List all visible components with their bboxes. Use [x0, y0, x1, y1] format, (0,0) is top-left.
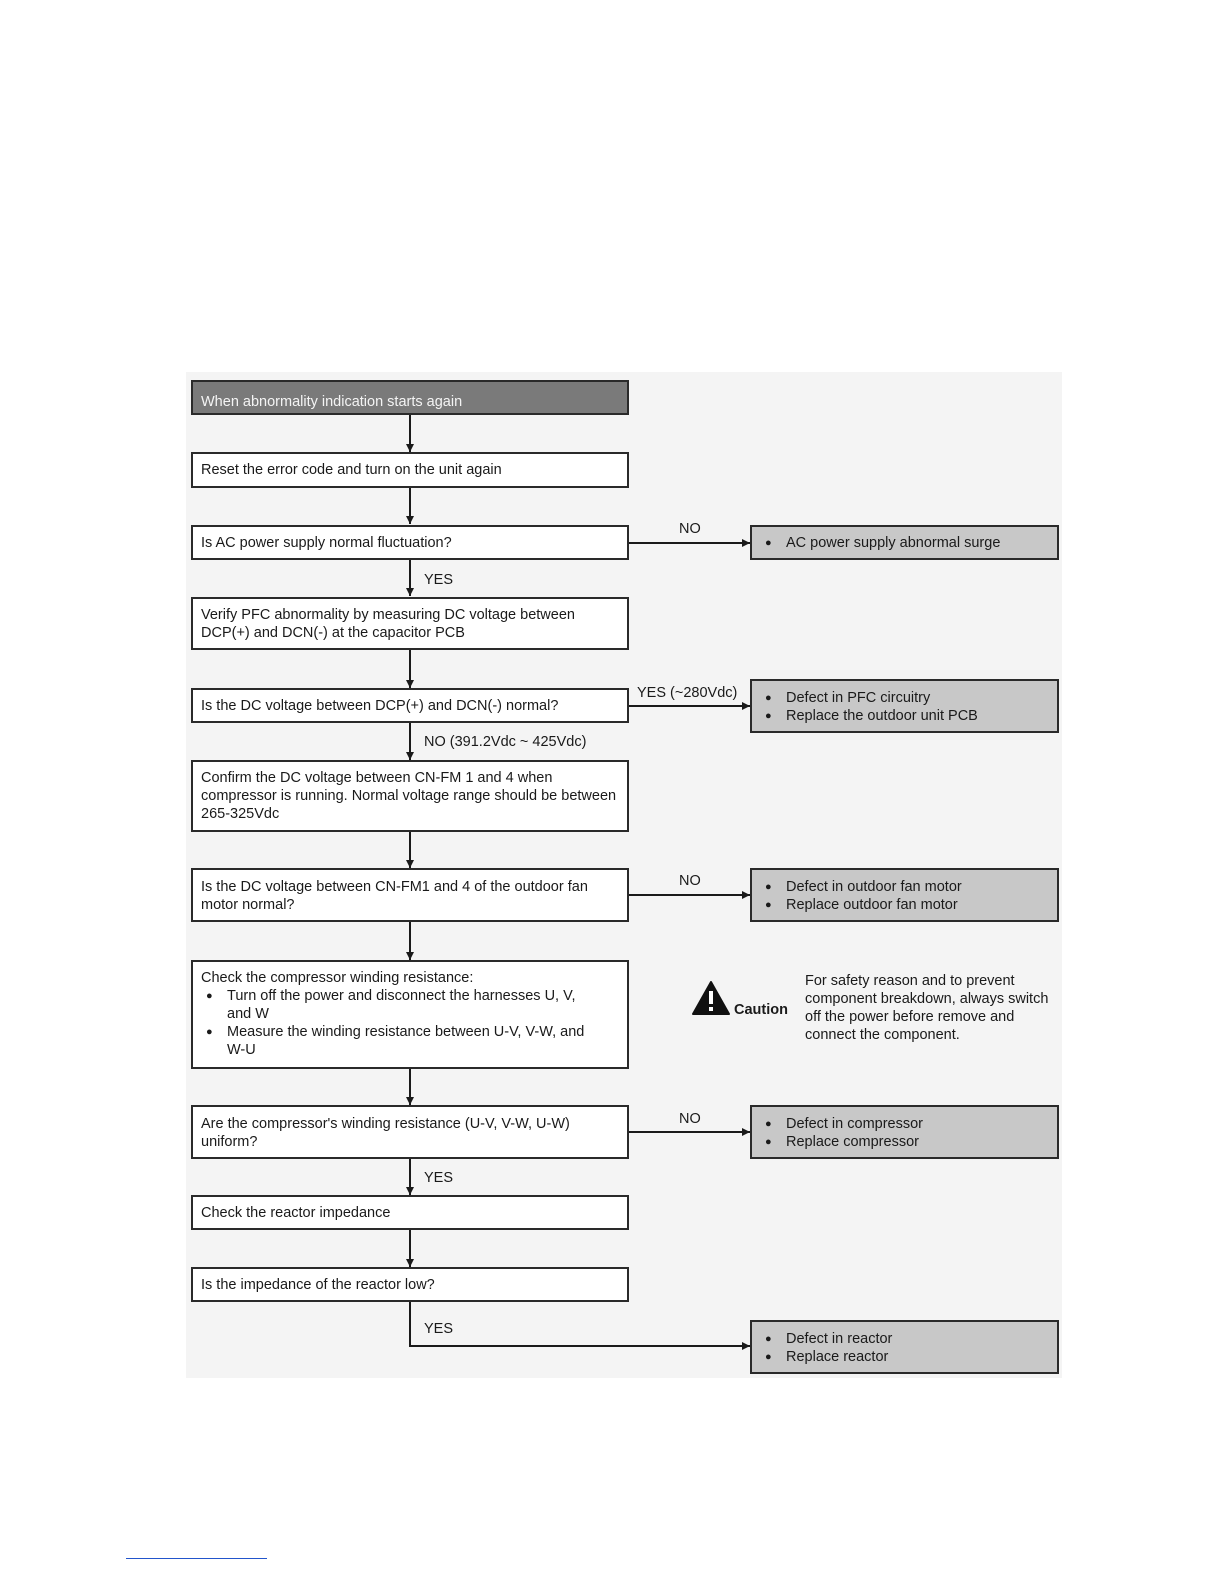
ac-question-text: Is AC power supply normal fluctuation?	[201, 534, 452, 551]
label-fan-no: NO	[679, 873, 701, 889]
result-item: Defect in PFC circuitry	[760, 689, 1049, 707]
result-compressor-box: Defect in compressor Replace compressor	[750, 1105, 1059, 1159]
result-item: Replace reactor	[760, 1348, 1049, 1366]
reset-step-box: Reset the error code and turn on the uni…	[191, 452, 629, 488]
confirm-fm-text: Confirm the DC voltage between CN-FM 1 a…	[201, 770, 617, 822]
fan-question-text: Is the DC voltage between CN-FM1 and 4 o…	[201, 879, 588, 913]
dc-question-text: Is the DC voltage between DCP(+) and DCN…	[201, 697, 559, 714]
label-ac-yes: YES	[424, 572, 454, 588]
reactor-check-text: Check the reactor impedance	[201, 1204, 391, 1221]
compressor-check-list: Turn off the power and disconnect the ha…	[201, 987, 603, 1059]
label-winding-yes: YES	[424, 1170, 454, 1186]
result-ac-surge-box: AC power supply abnormal surge	[750, 525, 1059, 560]
reactor-question-box: Is the impedance of the reactor low?	[191, 1267, 629, 1302]
start-text: When abnormality indication starts again	[201, 394, 463, 410]
label-ac-no: NO	[679, 521, 701, 537]
winding-question-text: Are the compressor's winding resistance …	[201, 1116, 570, 1150]
reset-step-text: Reset the error code and turn on the uni…	[201, 462, 502, 478]
result-ac-surge-list: AC power supply abnormal surge	[760, 534, 1000, 552]
result-pfc-box: Defect in PFC circuitry Replace the outd…	[750, 679, 1059, 733]
start-box: When abnormality indication starts again	[191, 380, 629, 415]
dc-question-box: Is the DC voltage between DCP(+) and DCN…	[191, 688, 629, 723]
label-dc-yes: YES (~280Vdc)	[637, 685, 738, 701]
verify-pfc-text: Verify PFC abnormality by measuring DC v…	[201, 607, 575, 641]
verify-pfc-box: Verify PFC abnormality by measuring DC v…	[191, 597, 629, 650]
footer-divider	[126, 1558, 267, 1559]
result-fan-box: Defect in outdoor fan motor Replace outd…	[750, 868, 1059, 922]
winding-question-box: Are the compressor's winding resistance …	[191, 1105, 629, 1159]
compressor-check-box: Check the compressor winding resistance:…	[191, 960, 629, 1069]
result-fan-list: Defect in outdoor fan motor Replace outd…	[760, 878, 1049, 914]
result-compressor-list: Defect in compressor Replace compressor	[760, 1115, 1049, 1151]
result-item: Defect in compressor	[760, 1115, 1049, 1133]
arrow-reactor-yes	[409, 1302, 750, 1350]
result-item: Replace outdoor fan motor	[760, 896, 1049, 914]
label-reactor-yes: YES	[424, 1321, 454, 1337]
label-dc-no: NO (391.2Vdc ~ 425Vdc)	[424, 734, 587, 750]
reactor-check-box: Check the reactor impedance	[191, 1195, 629, 1230]
caution-label: Caution	[734, 1002, 788, 1018]
caution-text: For safety reason and to prevent compone…	[805, 973, 1049, 1043]
result-reactor-box: Defect in reactor Replace reactor	[750, 1320, 1059, 1374]
confirm-fm-box: Confirm the DC voltage between CN-FM 1 a…	[191, 760, 629, 832]
result-reactor-list: Defect in reactor Replace reactor	[760, 1330, 1049, 1366]
result-item: Replace compressor	[760, 1133, 1049, 1151]
result-item: Replace the outdoor unit PCB	[760, 707, 1049, 725]
result-item: Defect in reactor	[760, 1330, 1049, 1348]
result-item: Defect in outdoor fan motor	[760, 878, 1049, 896]
result-pfc-list: Defect in PFC circuitry Replace the outd…	[760, 689, 1049, 725]
reactor-question-text: Is the impedance of the reactor low?	[201, 1276, 435, 1293]
warning-triangle-icon	[692, 981, 730, 1015]
compressor-check-item: Measure the winding resistance between U…	[201, 1023, 603, 1059]
label-winding-no: NO	[679, 1111, 701, 1127]
result-item: AC power supply abnormal surge	[760, 534, 1000, 552]
compressor-check-title: Check the compressor winding resistance:	[201, 970, 474, 986]
fan-question-box: Is the DC voltage between CN-FM1 and 4 o…	[191, 868, 629, 922]
ac-question-box: Is AC power supply normal fluctuation?	[191, 525, 629, 560]
compressor-check-item: Turn off the power and disconnect the ha…	[201, 987, 603, 1023]
